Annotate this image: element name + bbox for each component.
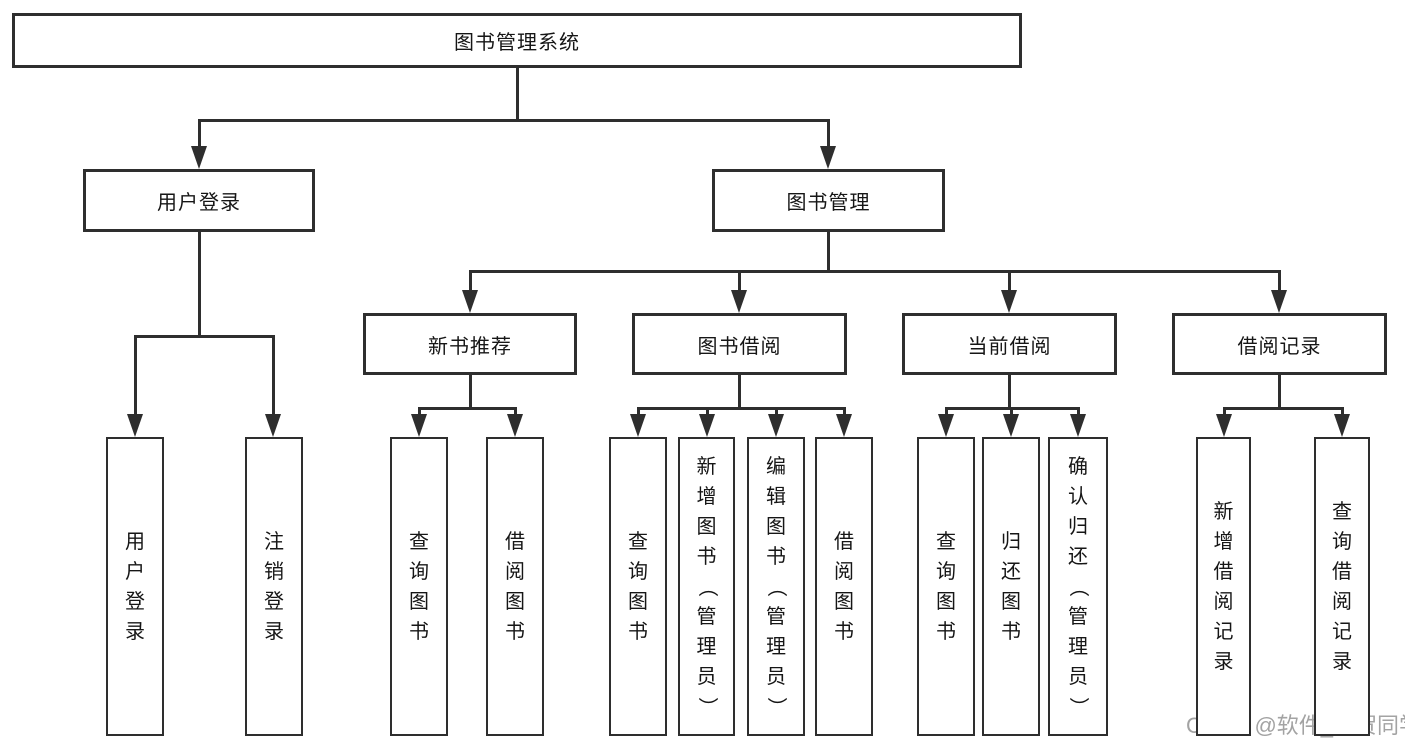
node-label: 查询借阅记录	[1332, 500, 1352, 673]
node-label: 图书借阅	[697, 335, 782, 358]
arrowhead-icon	[820, 146, 836, 169]
node-book-borrowing: 图书借阅	[632, 313, 847, 375]
node-label: 借阅记录	[1237, 335, 1322, 358]
connector-shaft-user-login-leaf	[133, 336, 137, 419]
node-label: 新书推荐	[428, 335, 512, 358]
arrowhead-icon	[462, 290, 478, 313]
node-label: 查询图书	[628, 530, 648, 643]
connector-stem-user-login	[197, 232, 201, 336]
node-label: 归还图书	[1001, 530, 1021, 643]
node-label: 借阅图书	[505, 530, 525, 643]
node-query-book-rec: 查询图书	[390, 437, 448, 736]
node-return-book: 归还图书	[982, 437, 1040, 736]
node-label: 新增图书（管理员）	[695, 455, 718, 717]
connector-shaft-current-borrowing	[1007, 271, 1011, 295]
connector-shaft-borrow-book-rec	[513, 408, 517, 419]
node-borrow-book-rec: 借阅图书	[486, 437, 544, 736]
node-label: 当前借阅	[967, 335, 1052, 358]
node-label: 图书管理	[786, 192, 871, 214]
connector-bus-book-borrowing	[636, 406, 846, 410]
arrowhead-icon	[630, 414, 646, 437]
connector-stem-borrowing-records	[1277, 375, 1281, 408]
node-logout-leaf: 注销登录	[245, 437, 303, 736]
node-label: 借阅图书	[834, 530, 854, 643]
node-query-book-borrow: 查询图书	[609, 437, 667, 736]
connector-shaft-edit-book-admin	[774, 408, 778, 419]
arrowhead-icon	[699, 414, 715, 437]
node-label: 新增借阅记录	[1213, 500, 1234, 673]
arrowhead-icon	[507, 414, 523, 437]
connector-bus-new-book-recommend	[417, 406, 517, 410]
arrowhead-icon	[1001, 290, 1017, 313]
node-user-login: 用户登录	[83, 169, 315, 232]
arrowhead-icon	[731, 290, 747, 313]
arrowhead-icon	[127, 414, 143, 437]
node-root: 图书管理系统	[12, 13, 1022, 68]
arrowhead-icon	[411, 414, 427, 437]
connector-shaft-borrow-book-borrow	[842, 408, 846, 419]
connector-shaft-user-login	[197, 120, 201, 151]
node-user-login-leaf: 用户登录	[106, 437, 164, 736]
arrowhead-icon	[1003, 414, 1019, 437]
connector-shaft-query-book-rec	[417, 408, 421, 419]
connector-shaft-logout-leaf	[271, 336, 275, 419]
connector-stem-current-borrowing	[1007, 375, 1011, 408]
connector-shaft-add-book-admin	[705, 408, 709, 419]
node-query-borrow-record: 查询借阅记录	[1314, 437, 1370, 736]
node-label: 编辑图书（管理员）	[765, 455, 787, 717]
arrowhead-icon	[265, 414, 281, 437]
arrowhead-icon	[191, 146, 207, 169]
node-borrowing-records: 借阅记录	[1172, 313, 1387, 375]
node-label: 注销登录	[264, 530, 284, 643]
connector-shaft-query-book-current	[944, 408, 948, 419]
arrowhead-icon	[1271, 290, 1287, 313]
arrowhead-icon	[938, 414, 954, 437]
node-add-borrow-record: 新增借阅记录	[1196, 437, 1251, 736]
arrowhead-icon	[1070, 414, 1086, 437]
arrowhead-icon	[836, 414, 852, 437]
connector-stem-root	[515, 68, 519, 120]
connector-shaft-book-borrowing	[737, 271, 741, 295]
node-query-book-current: 查询图书	[917, 437, 975, 736]
node-add-book-admin: 新增图书（管理员）	[678, 437, 735, 736]
arrowhead-icon	[1216, 414, 1232, 437]
node-label: 查询图书	[409, 530, 429, 643]
connector-shaft-new-book-recommend	[468, 271, 472, 295]
connector-shaft-return-book	[1009, 408, 1013, 419]
connector-shaft-add-borrow-record	[1222, 408, 1226, 419]
connector-stem-new-book-recommend	[468, 375, 472, 408]
arrowhead-icon	[1334, 414, 1350, 437]
connector-stem-book-borrowing	[737, 375, 741, 408]
connector-shaft-query-book-borrow	[636, 408, 640, 419]
connector-shaft-book-management	[826, 120, 830, 151]
node-confirm-return-admin: 确认归还（管理员）	[1048, 437, 1108, 736]
connector-bus-root	[197, 118, 830, 122]
connector-bus-book-management	[468, 269, 1281, 273]
connector-bus-user-login	[133, 334, 275, 338]
arrowhead-icon	[768, 414, 784, 437]
node-label: 图书管理系统	[454, 32, 580, 54]
node-label: 查询图书	[936, 530, 956, 643]
connector-shaft-confirm-return-admin	[1076, 408, 1080, 419]
node-book-management: 图书管理	[712, 169, 945, 232]
node-label: 用户登录	[125, 530, 145, 643]
connector-stem-book-management	[826, 232, 830, 271]
connector-bus-borrowing-records	[1222, 406, 1344, 410]
node-new-book-recommend: 新书推荐	[363, 313, 577, 375]
node-edit-book-admin: 编辑图书（管理员）	[747, 437, 805, 736]
connector-shaft-borrowing-records	[1277, 271, 1281, 295]
connector-shaft-query-borrow-record	[1340, 408, 1344, 419]
node-current-borrowing: 当前借阅	[902, 313, 1117, 375]
node-borrow-book-borrow: 借阅图书	[815, 437, 873, 736]
node-label: 用户登录	[157, 192, 241, 214]
node-label: 确认归还（管理员）	[1067, 455, 1089, 717]
